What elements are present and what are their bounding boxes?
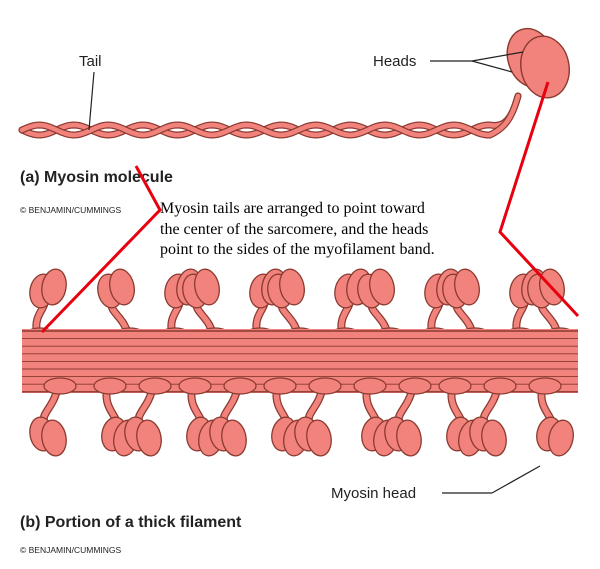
myosin-head (41, 419, 67, 457)
myosin-head-front (520, 35, 570, 99)
myosin-head-pair (528, 377, 574, 457)
panel-b-title: (b) Portion of a thick filament (20, 514, 242, 531)
myosin-head-pair (267, 268, 317, 345)
panel-a-credit: © BENJAMIN/CUMMINGS (20, 205, 122, 215)
myosin-head (454, 268, 480, 306)
filament-tail-lines (22, 330, 578, 393)
head-attachment (308, 377, 342, 395)
head-attachment (398, 377, 432, 395)
myosin-head-pair (294, 377, 342, 457)
myosin-head (369, 268, 395, 306)
annotation-line-left (40, 165, 162, 334)
myosin-head (41, 268, 67, 306)
myosin-head-pair (384, 377, 432, 457)
myosin-head (221, 419, 247, 457)
lower-myosin-heads (29, 377, 574, 457)
myosin-head-leader-line-2 (491, 465, 541, 494)
panel-b-thick-filament: Myosin head (b) Portion of a thick filam… (20, 268, 578, 555)
myosin-head (396, 419, 422, 457)
myosin-heads (506, 27, 570, 99)
myosin-head (194, 268, 220, 306)
heads-leader-line-2 (471, 51, 524, 62)
panel-a-title: (a) Myosin molecule (20, 169, 173, 186)
myosin-head (136, 419, 162, 457)
head-attachment (138, 377, 172, 395)
myosin-head (279, 268, 305, 306)
head-attachment (43, 377, 77, 395)
tail-leader-line (88, 71, 95, 131)
head-attachment (178, 377, 212, 395)
heads-label: Heads (373, 53, 416, 70)
myosin-tail-strands (18, 92, 522, 139)
myosin-head (548, 419, 574, 457)
caption-line-3: point to the sides of the myofilament ba… (160, 241, 435, 258)
head-attachment (528, 377, 562, 395)
panel-a-myosin-molecule: Tail Heads (a) Myosin molecule © BENJAMI… (18, 27, 570, 215)
tail-label: Tail (79, 53, 102, 70)
myosin-head-pair (124, 377, 172, 457)
annotation-lines (40, 81, 580, 334)
head-attachment (93, 377, 127, 395)
head-attachment (483, 377, 517, 395)
myosin-head (109, 268, 135, 306)
head-attachment (263, 377, 297, 395)
head-attachment (223, 377, 257, 395)
panel-b-credit: © BENJAMIN/CUMMINGS (20, 545, 122, 555)
myosin-head (481, 419, 507, 457)
caption-line-2: the center of the sarcomere, and the hea… (160, 221, 428, 238)
myosin-head-pair (469, 377, 517, 457)
myosin-head-pair (29, 377, 77, 457)
head-attachment (438, 377, 472, 395)
myosin-head-label: Myosin head (331, 485, 416, 502)
head-attachment (353, 377, 387, 395)
heads-leader-line-1 (471, 60, 513, 73)
tail-strand (19, 93, 521, 138)
caption-line-1: Myosin tails are arranged to point towar… (160, 200, 425, 217)
annotation-line-right (498, 81, 580, 318)
myosin-head (306, 419, 332, 457)
myosin-head-pair (209, 377, 257, 457)
